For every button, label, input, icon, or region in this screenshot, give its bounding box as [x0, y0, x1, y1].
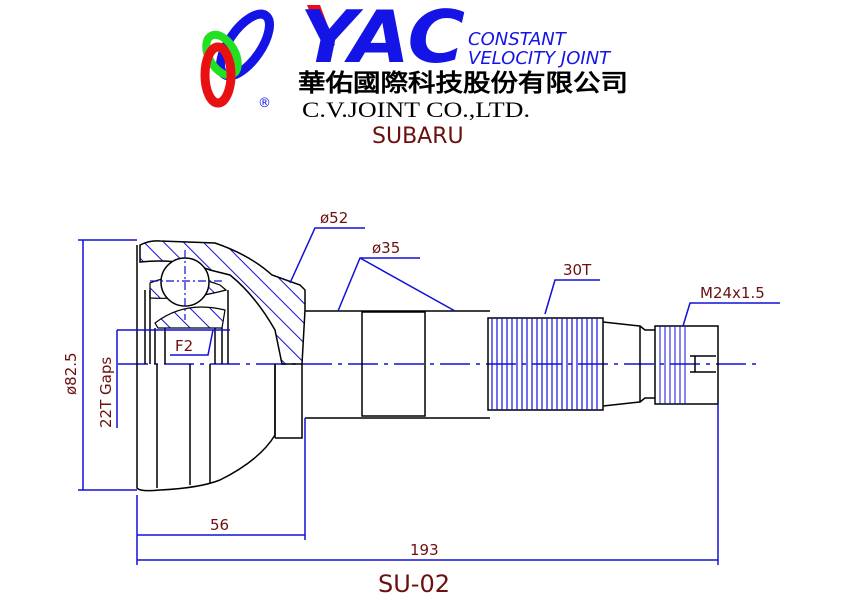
seal-outer-diameter-label: ø52	[320, 209, 348, 227]
tagline-line2: VELOCITY JOINT	[468, 48, 612, 69]
company-logo: ® YAC CONSTANT VELOCITY JOINT 華佑國際科技股份有限…	[200, 0, 628, 122]
bell-length-label: 56	[210, 516, 229, 534]
fit-label: F2	[175, 337, 193, 355]
abs-teeth-label: 22T Gaps	[97, 357, 115, 428]
outer-diameter-label: ø82.5	[62, 352, 80, 395]
brand-wordmark: YAC	[300, 0, 465, 79]
company-name-chinese: 華佑國際科技股份有限公司	[298, 69, 628, 97]
dimension-lines	[78, 227, 780, 565]
thread-label: M24x1.5	[700, 284, 765, 302]
outer-race-housing	[136, 240, 306, 492]
tagline-line1: CONSTANT	[468, 29, 568, 50]
spline-label: 30T	[563, 261, 592, 279]
part-number: SU-02	[378, 570, 450, 596]
registered-mark: ®	[258, 96, 271, 111]
company-name-english: C.V.JOINT CO.,LTD.	[302, 97, 530, 122]
shaft	[305, 310, 719, 419]
shaft-diameter-label: ø35	[372, 239, 400, 257]
total-length-label: 193	[410, 541, 439, 559]
vehicle-make: SUBARU	[372, 124, 464, 149]
